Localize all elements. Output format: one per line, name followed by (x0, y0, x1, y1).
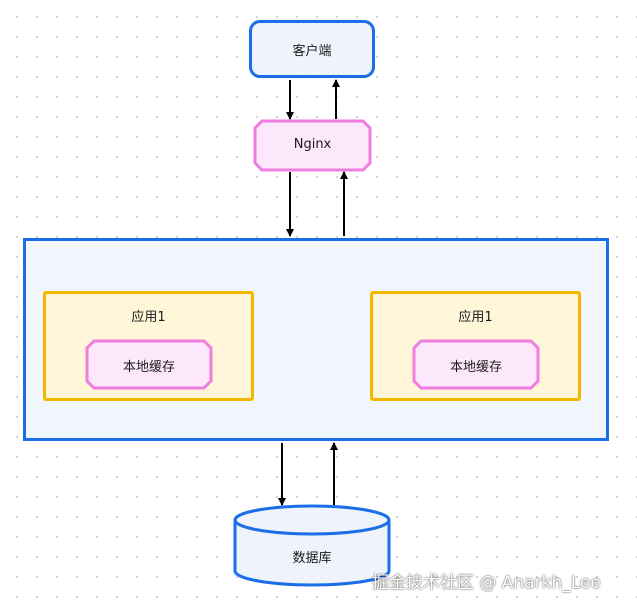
cache-1-label: 本地缓存 (122, 360, 175, 375)
app-1-label: 应用1 (131, 310, 166, 325)
cache-node-1 (85, 339, 213, 390)
cache-2-label: 本地缓存 (449, 360, 502, 375)
database-node (233, 504, 391, 587)
cache-node-2 (412, 339, 540, 390)
proxy-label: Nginx (293, 137, 332, 152)
proxy-node (253, 119, 372, 172)
client-node: 客户端 (249, 20, 375, 78)
client-label: 客户端 (292, 43, 332, 59)
database-label: 数据库 (292, 551, 332, 566)
app-2-label: 应用1 (458, 310, 493, 325)
watermark-text: 掘金技术社区 @ Anarkh_Lee (372, 573, 601, 593)
